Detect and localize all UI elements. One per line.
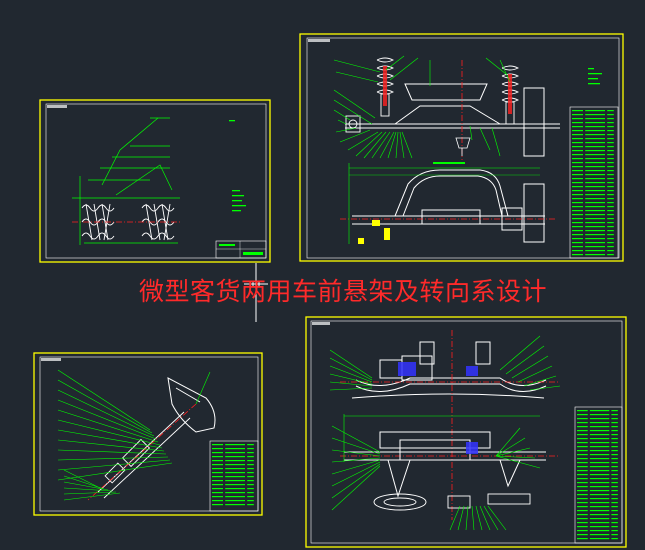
leader-lines-left xyxy=(333,59,413,159)
technical-notes xyxy=(229,120,246,212)
hydraulic-part-blue xyxy=(398,362,478,376)
front-axle-upper xyxy=(351,341,547,399)
sheet-front-suspension-assembly[interactable] xyxy=(299,33,624,262)
wheel-right xyxy=(523,87,545,157)
steering-linkage-view xyxy=(352,169,545,243)
title-block[interactable] xyxy=(215,240,267,259)
drawing-title: 微型客货两用车前悬架及转向系设计 xyxy=(139,277,548,306)
sheet-spring-drawing[interactable] xyxy=(39,99,271,263)
steering-wheel xyxy=(167,377,216,433)
bom-table[interactable] xyxy=(209,440,259,512)
bom-table[interactable] xyxy=(569,106,619,259)
sheet-steering-system-assembly[interactable] xyxy=(305,316,627,548)
leader-lines-fan xyxy=(57,369,211,501)
strut-left xyxy=(376,57,395,117)
rack-and-pinion-view xyxy=(344,431,546,498)
bom-table[interactable] xyxy=(574,406,623,544)
detail-view xyxy=(455,137,471,156)
crossmember xyxy=(345,83,560,129)
notes-block xyxy=(588,68,602,85)
sheet-steering-column-assembly[interactable] xyxy=(33,352,263,516)
steering-column xyxy=(97,411,191,499)
strut-right xyxy=(501,65,520,125)
tie-rod-ends xyxy=(358,220,390,244)
crosshair-cursor xyxy=(244,263,268,322)
dimension-lines xyxy=(72,117,180,245)
detail-views xyxy=(373,493,531,511)
leader-lines-top xyxy=(385,55,511,157)
leader-lines xyxy=(329,335,561,531)
